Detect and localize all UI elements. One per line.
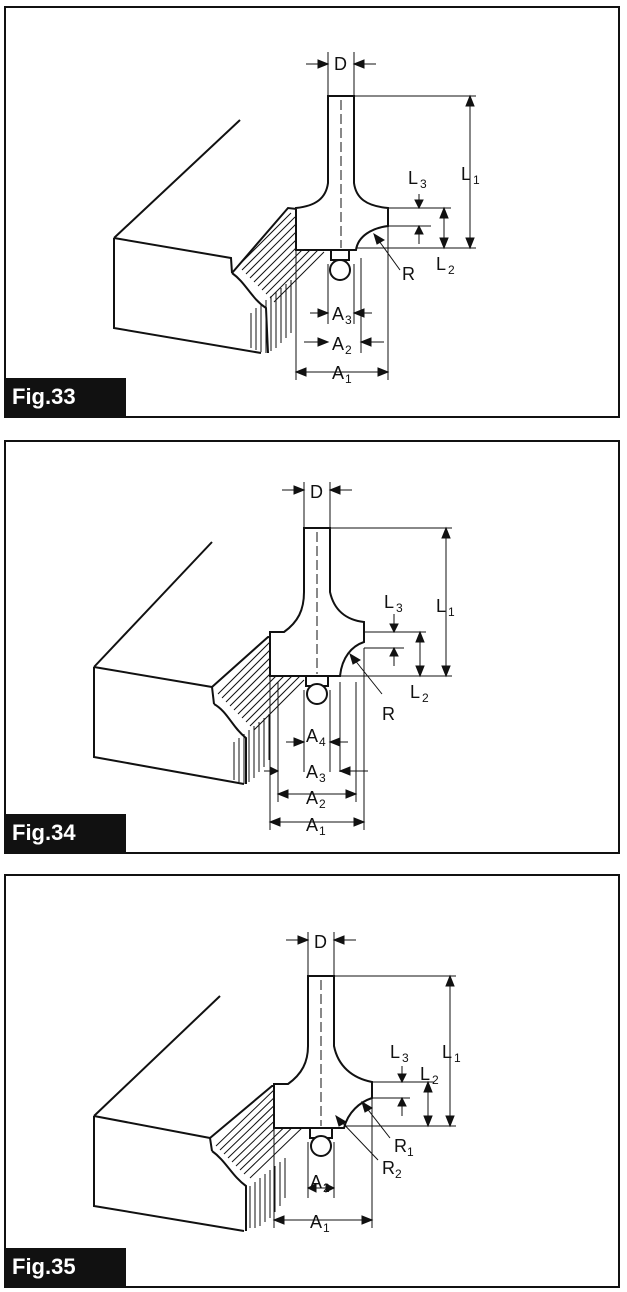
svg-text:3: 3 bbox=[402, 1051, 409, 1065]
svg-text:2: 2 bbox=[319, 797, 326, 811]
dim-label-r: R bbox=[402, 264, 415, 284]
dim-label-a2: A bbox=[306, 788, 318, 808]
dim-label-a2: A bbox=[332, 334, 344, 354]
dim-label-l3: L bbox=[384, 592, 394, 612]
dim-label-a4: A bbox=[306, 726, 318, 746]
dim-label-l1: L bbox=[436, 596, 446, 616]
dim-label-a1: A bbox=[306, 815, 318, 835]
router-bit-diagram-34: D L 1 L 3 L 2 R A 4 A 3 A 2 A 1 bbox=[93, 482, 455, 838]
workpiece-block bbox=[113, 119, 307, 354]
workpiece-block bbox=[93, 541, 285, 785]
dim-label-a2: A bbox=[310, 1172, 322, 1192]
svg-text:2: 2 bbox=[448, 263, 455, 277]
router-bit-diagram-35: D L 1 L 3 L 2 R 1 R 2 A 2 A 1 bbox=[93, 932, 461, 1235]
svg-text:1: 1 bbox=[473, 173, 480, 187]
router-bit bbox=[273, 975, 373, 1157]
dim-label-l3: L bbox=[408, 168, 418, 188]
svg-text:1: 1 bbox=[319, 824, 326, 838]
dim-label-l2: L bbox=[420, 1064, 430, 1084]
svg-text:1: 1 bbox=[454, 1051, 461, 1065]
svg-text:2: 2 bbox=[345, 343, 352, 357]
dim-label-r2: R bbox=[382, 1158, 395, 1178]
figure-label: Fig.34 bbox=[6, 814, 126, 852]
figure-panel-34: D L 1 L 3 L 2 R A 4 A 3 A 2 A 1 Fig.34 bbox=[4, 440, 620, 854]
dim-label-d: D bbox=[334, 54, 347, 74]
figure-label: Fig.33 bbox=[6, 378, 126, 416]
dimension-lines bbox=[264, 482, 452, 830]
svg-text:3: 3 bbox=[319, 771, 326, 785]
dimension-lines bbox=[272, 932, 456, 1228]
svg-text:2: 2 bbox=[395, 1167, 402, 1181]
router-bit-diagram-33: D L 1 L 3 L 2 R A 3 A 2 A 1 bbox=[113, 52, 480, 386]
dim-label-l2: L bbox=[410, 682, 420, 702]
dim-label-l3: L bbox=[390, 1042, 400, 1062]
svg-text:1: 1 bbox=[448, 605, 455, 619]
dim-label-a1: A bbox=[310, 1212, 322, 1232]
dim-label-a3: A bbox=[306, 762, 318, 782]
profile-hatching bbox=[237, 212, 325, 353]
dim-label-l2: L bbox=[436, 254, 446, 274]
dim-label-d: D bbox=[314, 932, 327, 952]
svg-text:3: 3 bbox=[420, 177, 427, 191]
dimension-labels: D L 1 L 3 L 2 R 1 R 2 A 2 A 1 bbox=[310, 932, 461, 1235]
svg-text:2: 2 bbox=[323, 1181, 330, 1195]
dim-label-d: D bbox=[310, 482, 323, 502]
dim-label-a1: A bbox=[332, 363, 344, 383]
dimension-labels: D L 1 L 3 L 2 R A 3 A 2 A 1 bbox=[332, 54, 480, 386]
svg-text:1: 1 bbox=[407, 1145, 414, 1159]
dimension-labels: D L 1 L 3 L 2 R A 4 A 3 A 2 A 1 bbox=[306, 482, 455, 838]
dim-label-r: R bbox=[382, 704, 395, 724]
router-bit bbox=[269, 527, 365, 705]
dim-label-r1: R bbox=[394, 1136, 407, 1156]
figure-label: Fig.35 bbox=[6, 1248, 126, 1286]
svg-text:1: 1 bbox=[345, 372, 352, 386]
dim-label-l1: L bbox=[442, 1042, 452, 1062]
svg-text:3: 3 bbox=[345, 313, 352, 327]
svg-text:4: 4 bbox=[319, 735, 326, 749]
figure-panel-33: D L 1 L 3 L 2 R A 3 A 2 A 1 Fig.33 bbox=[4, 6, 620, 418]
svg-text:3: 3 bbox=[396, 601, 403, 615]
dimension-lines bbox=[294, 52, 476, 380]
figure-panel-35: D L 1 L 3 L 2 R 1 R 2 A 2 A 1 Fig.35 bbox=[4, 874, 620, 1288]
dim-label-l1: L bbox=[461, 164, 471, 184]
router-bit bbox=[295, 95, 389, 281]
svg-text:2: 2 bbox=[422, 691, 429, 705]
dim-label-a3: A bbox=[332, 304, 344, 324]
svg-text:1: 1 bbox=[323, 1221, 330, 1235]
svg-text:2: 2 bbox=[432, 1073, 439, 1087]
